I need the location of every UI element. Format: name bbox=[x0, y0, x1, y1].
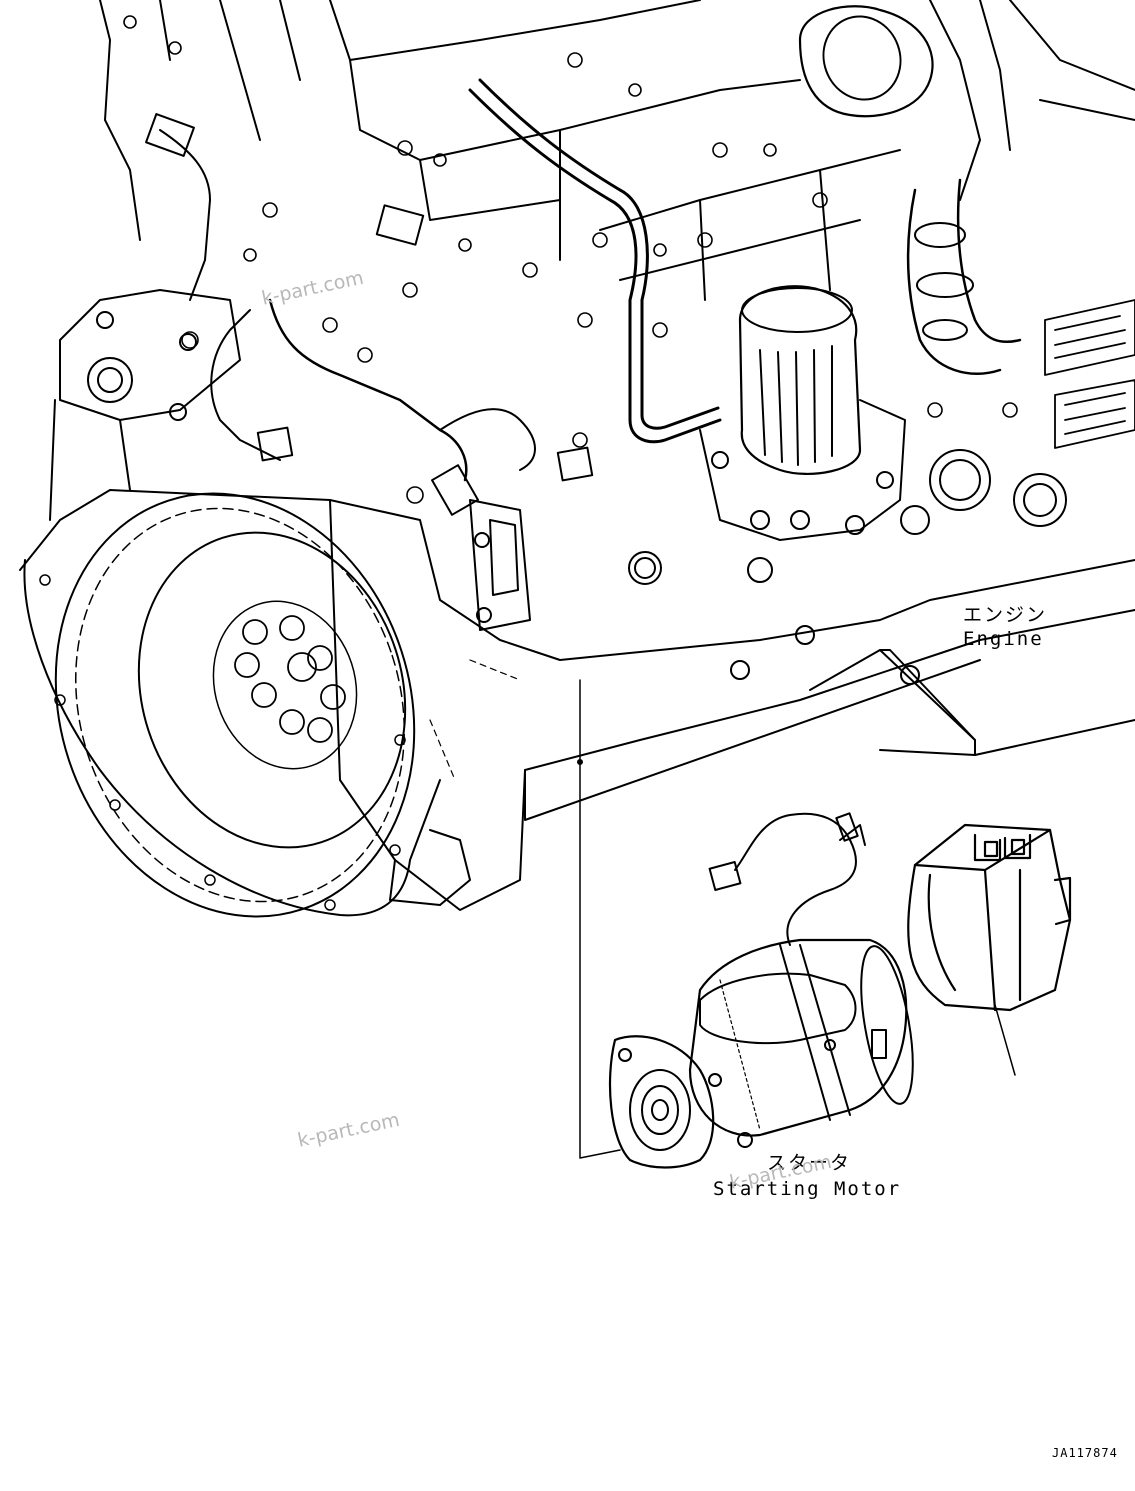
engine-label-jp: エンジン bbox=[963, 604, 1048, 626]
flywheel-housing bbox=[23, 559, 441, 917]
starter-connector bbox=[708, 861, 742, 891]
flywheel-bolts bbox=[234, 615, 346, 743]
flywheel-outer bbox=[54, 492, 416, 918]
engine-label-en: Engine bbox=[963, 628, 1044, 650]
nameplate-upper bbox=[1044, 299, 1135, 376]
starter-cable bbox=[734, 812, 857, 946]
engine-illustration bbox=[19, 0, 1135, 918]
fuel-filter bbox=[699, 285, 906, 541]
figure-number: JA117874 bbox=[1052, 1446, 1118, 1460]
starting-motor-illustration bbox=[577, 679, 914, 1169]
starter-cover-part bbox=[907, 823, 1072, 1076]
upper-hose bbox=[468, 88, 722, 444]
starter-label-en: Starting Motor bbox=[713, 1178, 902, 1200]
wiring-harness bbox=[268, 298, 468, 482]
starter-label-jp: スタータ bbox=[767, 1152, 852, 1174]
nameplate-lower bbox=[1054, 379, 1135, 449]
